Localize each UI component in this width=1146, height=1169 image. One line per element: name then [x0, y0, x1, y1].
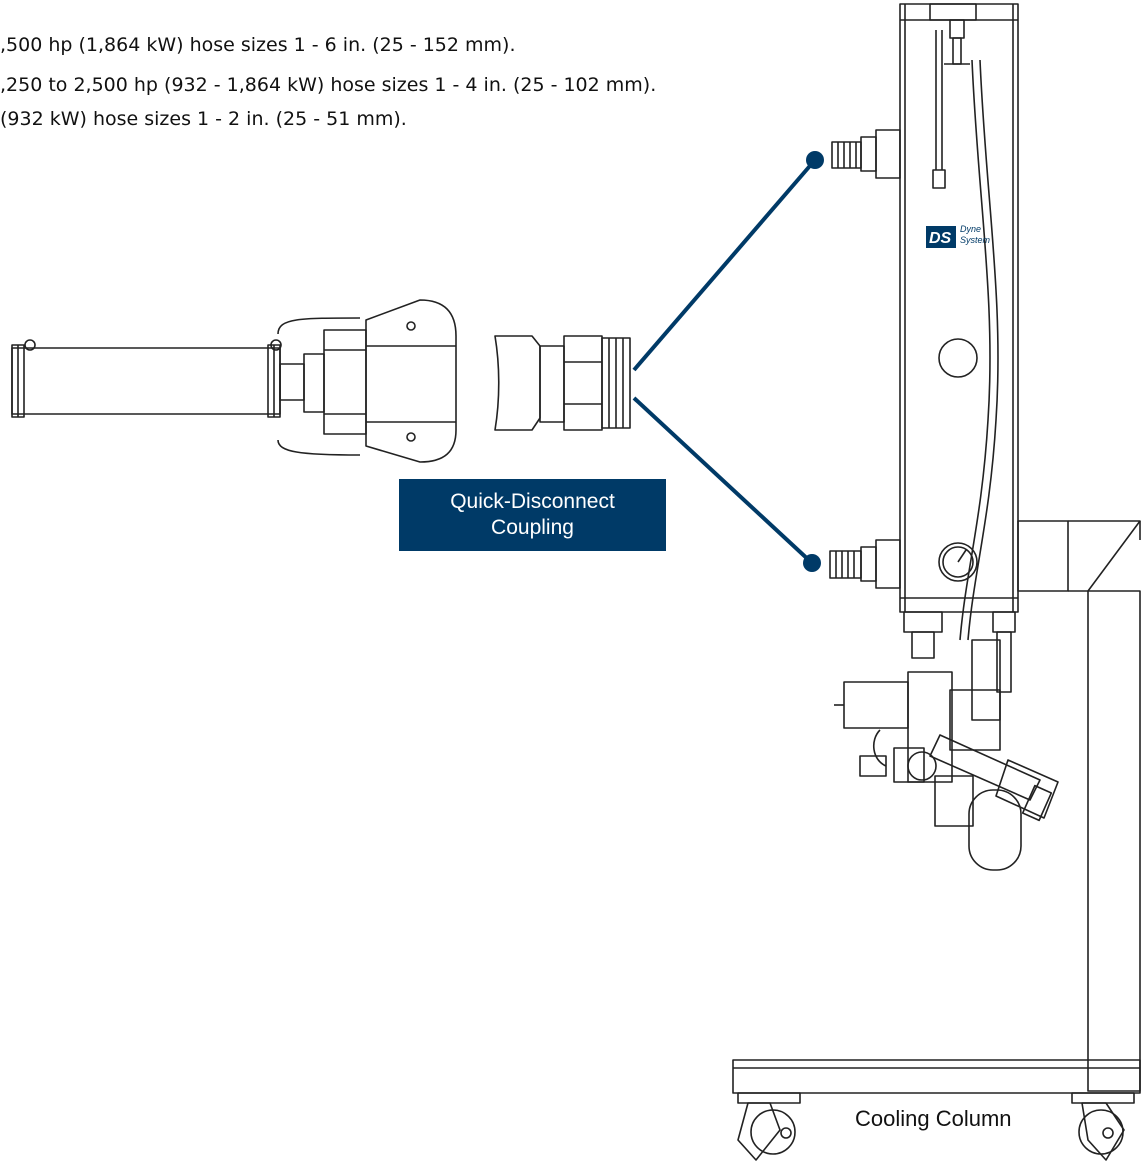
- logo-word-dyne: Dyne: [960, 224, 982, 234]
- valve-assembly: [834, 611, 1059, 871]
- side-bracket-box: [1017, 520, 1069, 592]
- cart-frame: [732, 520, 1141, 1094]
- callout-lines: [632, 151, 824, 572]
- top-valve: [929, 3, 977, 65]
- caster-left: [737, 1092, 801, 1161]
- quick-disconnect-coupling-label: Quick-Disconnect Coupling: [399, 479, 666, 551]
- coupling-label-line1: Quick-Disconnect: [450, 490, 615, 513]
- sight-glass: [938, 338, 978, 378]
- coupling-label-line2: Coupling: [491, 516, 574, 539]
- cooling-column-label: Cooling Column: [855, 1106, 1012, 1131]
- upper-hose-fitting: [831, 129, 901, 179]
- spec-line-2: ,250 to 2,500 hp (932 - 1,864 kW) hose s…: [0, 74, 657, 96]
- female-coupler: [277, 299, 457, 463]
- dyne-systems-logo: DS: [926, 226, 956, 248]
- caster-right: [1071, 1092, 1135, 1161]
- spec-line-3: (932 kW) hose sizes 1 - 2 in. (25 - 51 m…: [0, 108, 407, 130]
- hose-adapter: [11, 339, 325, 418]
- lower-hose-fitting: [829, 539, 901, 589]
- logo-word-system: System: [960, 235, 991, 245]
- cooling-column-cabinet: [899, 3, 1019, 613]
- instrument-tubes: [932, 30, 999, 641]
- logo-mark: DS: [929, 230, 952, 247]
- pressure-gauge: [938, 542, 978, 582]
- male-coupler: [494, 335, 631, 431]
- spec-line-1: ,500 hp (1,864 kW) hose sizes 1 - 6 in. …: [0, 34, 516, 56]
